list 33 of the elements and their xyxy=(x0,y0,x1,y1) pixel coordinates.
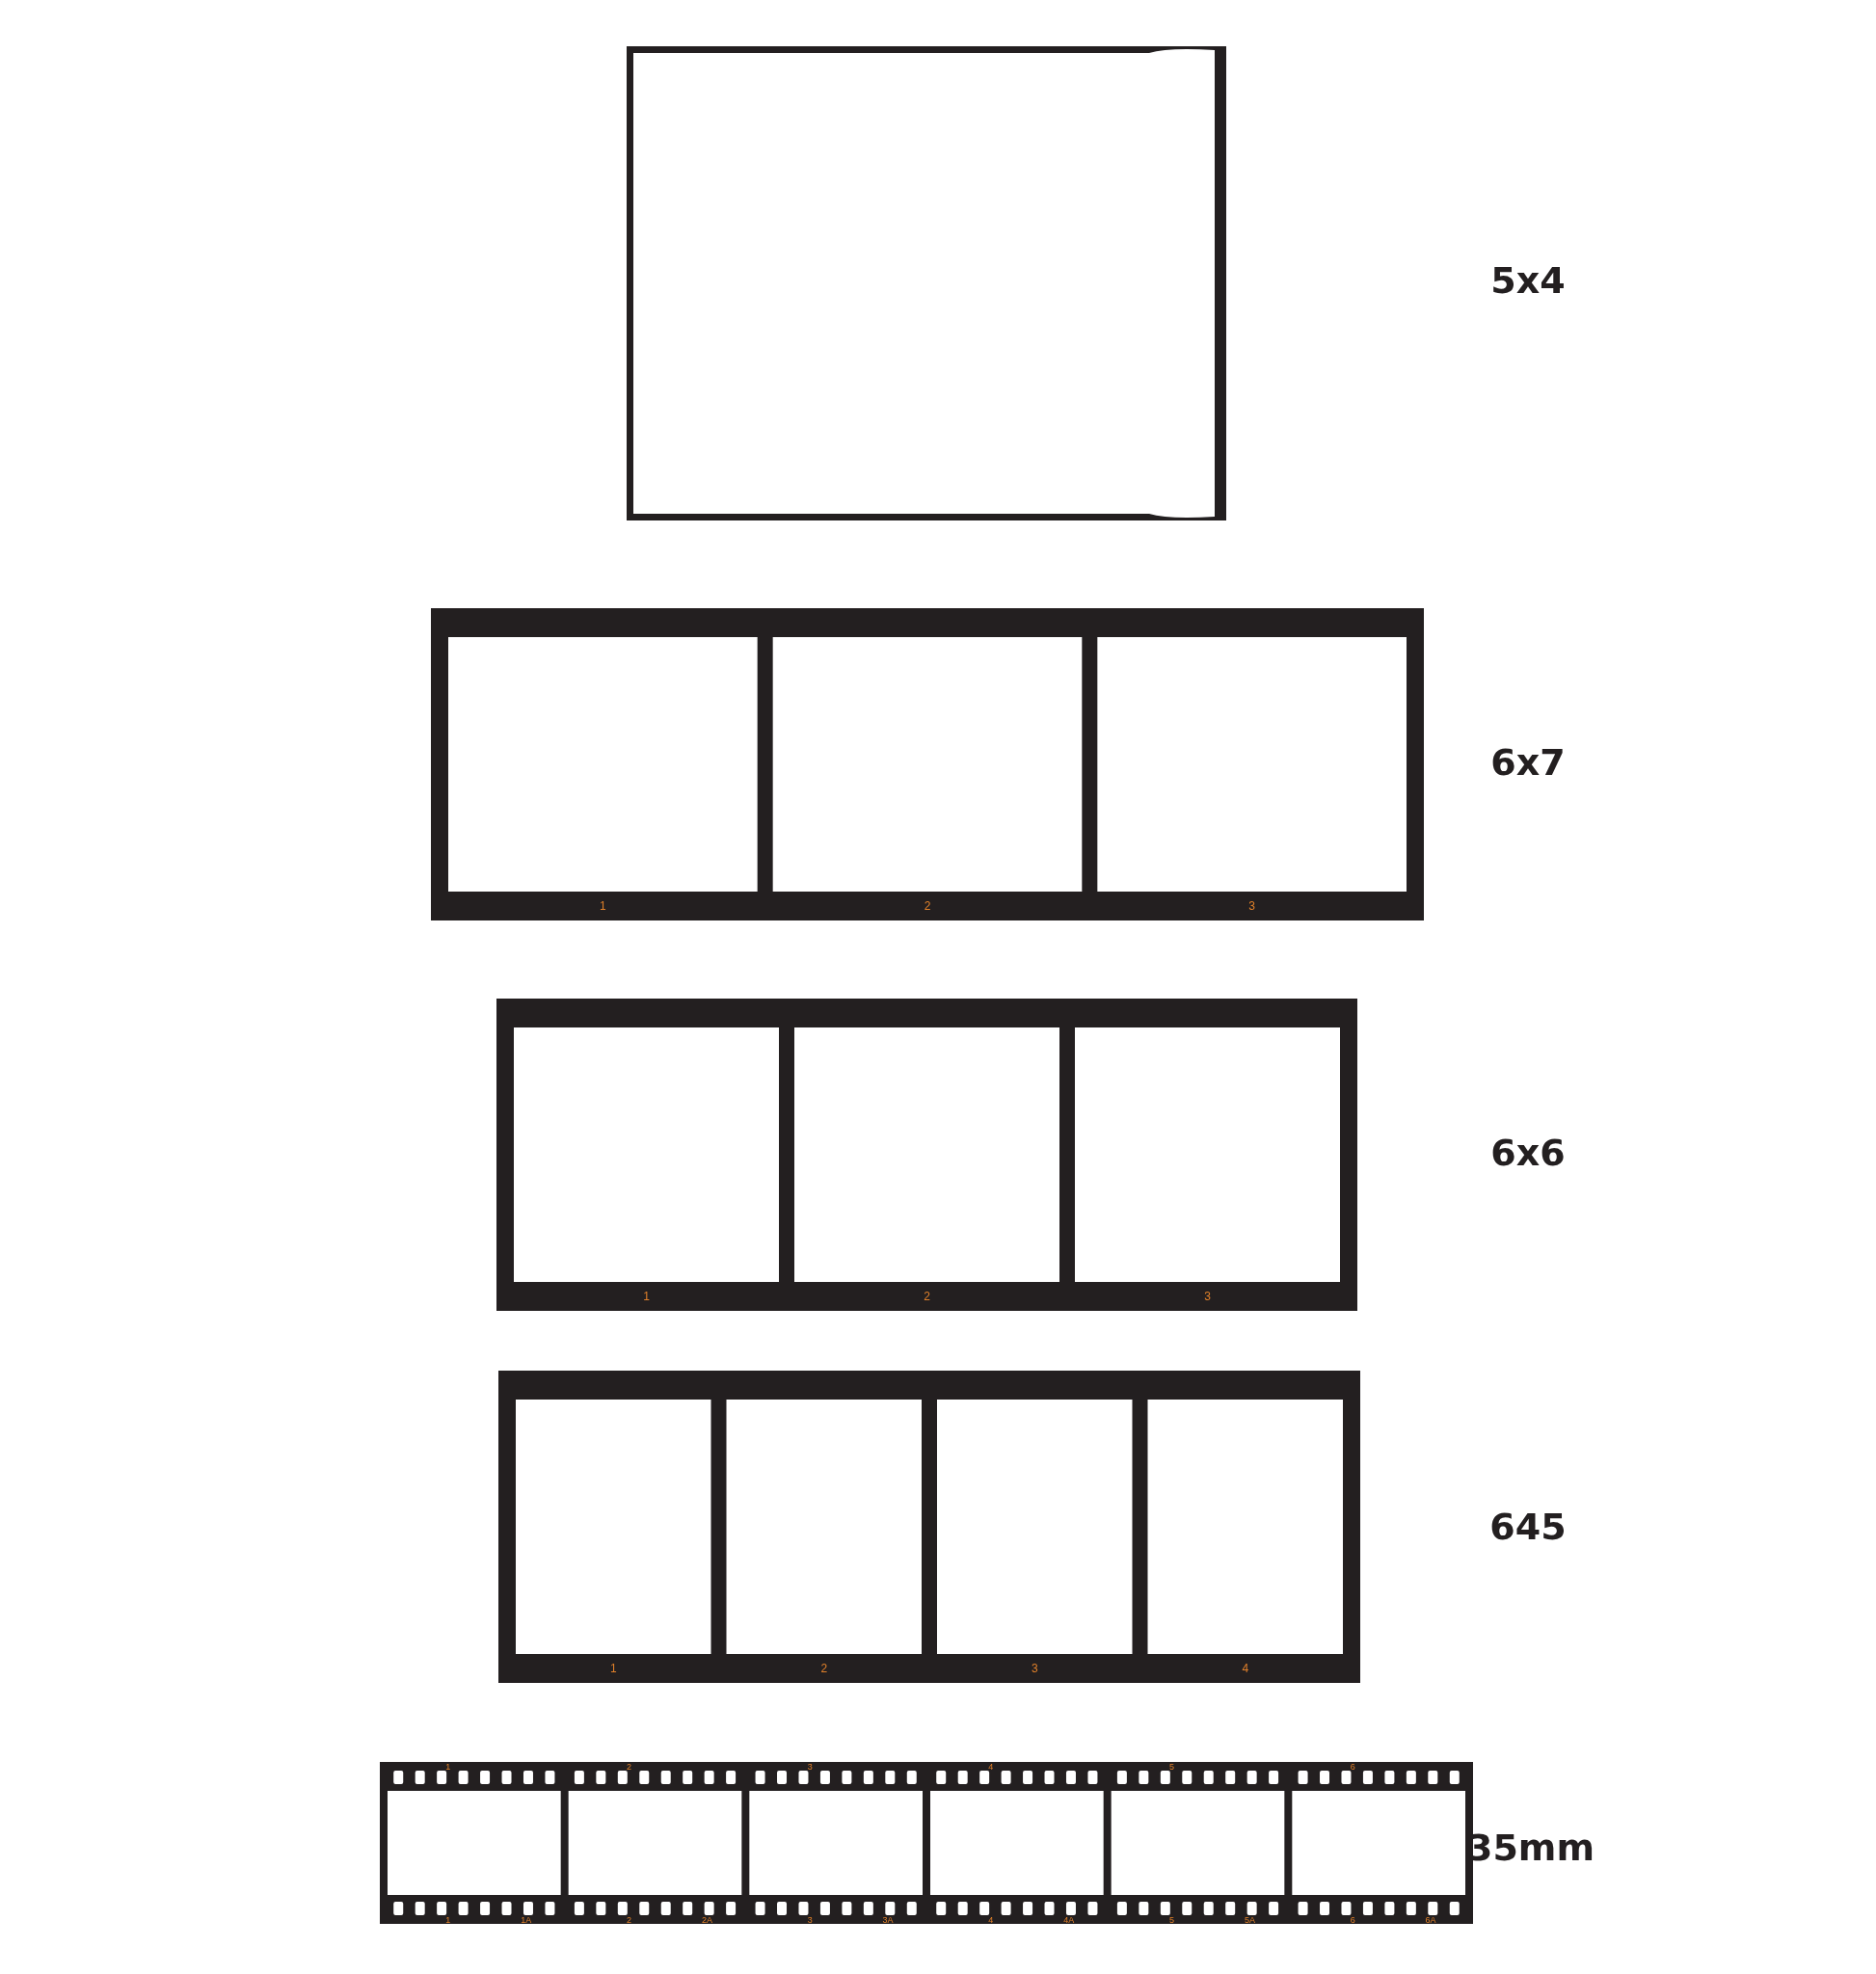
frame-number: 3 xyxy=(1204,1291,1211,1302)
frame-number: 6 xyxy=(1350,1762,1355,1772)
frame-number: 6 xyxy=(1350,1915,1355,1925)
frame-number: 1A xyxy=(521,1915,532,1925)
frame-number: 5 xyxy=(1169,1915,1175,1925)
frame-number: 5A xyxy=(1244,1915,1255,1925)
frame-number: 1 xyxy=(600,900,606,912)
frame-number: 3 xyxy=(807,1915,813,1925)
frame-number: 4 xyxy=(1242,1663,1249,1674)
frame-number: 2 xyxy=(924,900,931,912)
frame-number: 2 xyxy=(627,1762,632,1772)
frame-number: 3 xyxy=(1248,900,1255,912)
frame-number: 2 xyxy=(627,1915,632,1925)
frame-number: 1 xyxy=(643,1291,650,1302)
frame-number: 4 xyxy=(988,1762,994,1772)
frame-number: 1 xyxy=(609,1663,617,1674)
frame-number: 3A xyxy=(882,1915,894,1925)
frame-number: 2 xyxy=(924,1291,930,1302)
frame-number: 2A xyxy=(701,1915,712,1925)
frame-number: 1 xyxy=(445,1915,451,1925)
frame-number: 3 xyxy=(807,1762,813,1772)
format-label: 5x4 xyxy=(1490,259,1566,302)
frame-number: 4A xyxy=(1063,1915,1075,1925)
frame-number: 4 xyxy=(988,1915,994,1925)
format-label: 6x6 xyxy=(1490,1132,1566,1174)
frame-number: 3 xyxy=(1031,1663,1038,1674)
frame-number: 6A xyxy=(1425,1915,1436,1925)
frame-number: 2 xyxy=(820,1663,828,1674)
frame-number: 5 xyxy=(1169,1762,1175,1772)
format-label: 6x7 xyxy=(1490,741,1566,784)
format-label: 645 xyxy=(1489,1506,1567,1548)
format-label: 35mm xyxy=(1466,1827,1595,1869)
frame-number: 1 xyxy=(445,1762,451,1772)
